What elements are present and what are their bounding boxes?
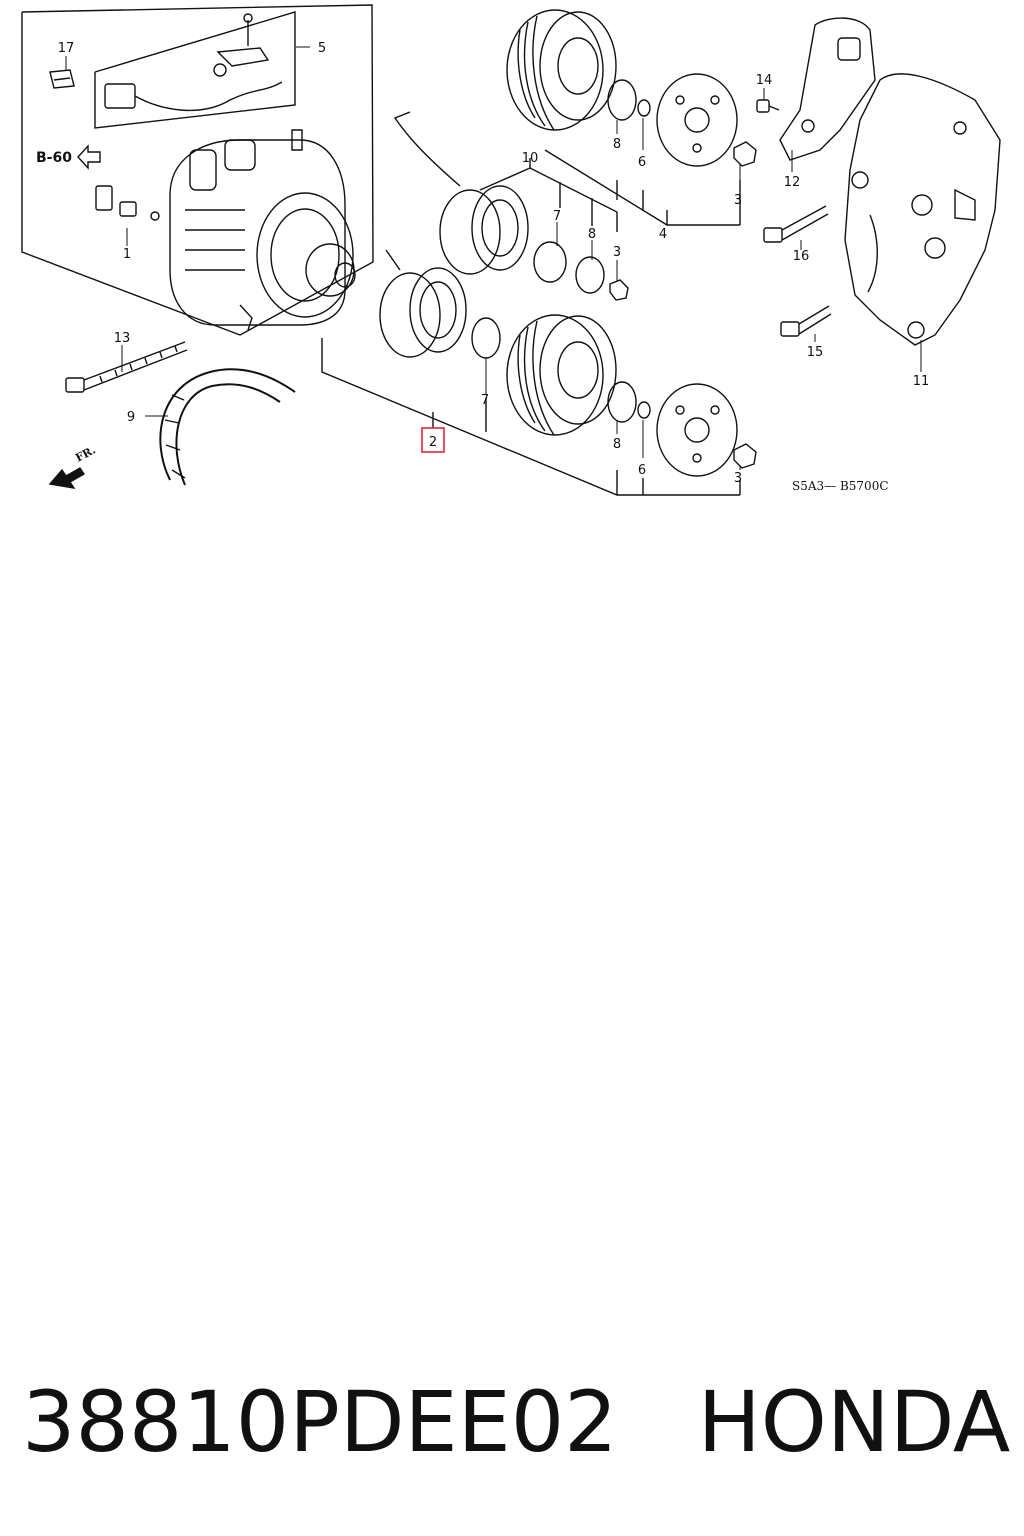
parts-diagram: 1 2 3 3 3 4 5 6 6 7 7 8 8 8 9 10 11 12 1… xyxy=(21,4,1001,496)
diagram-code: S5A3— B5700C xyxy=(792,479,889,493)
armature-plate-lower xyxy=(656,383,738,477)
callout-17: 17 xyxy=(58,41,75,56)
field-coil-upper xyxy=(393,111,529,275)
callout-3-upper: 3 xyxy=(734,193,742,208)
callout-7-mid: 7 xyxy=(553,209,561,224)
part-caption: 38810PDEE02 HONDA xyxy=(22,1362,1012,1482)
pulley-set-frame xyxy=(544,149,741,226)
callout-9: 9 xyxy=(127,410,135,425)
bolt-part-14 xyxy=(756,99,780,113)
compressor-body xyxy=(169,129,356,331)
field-coil-lower xyxy=(379,249,467,358)
front-label: FR. xyxy=(73,443,97,464)
callout-7-lower: 7 xyxy=(481,393,489,408)
callout-13: 13 xyxy=(114,331,131,346)
callout-14: 14 xyxy=(756,73,773,88)
compressor-assembly-frame xyxy=(21,4,374,336)
leader-lines xyxy=(65,46,922,470)
drive-belt xyxy=(159,368,296,486)
callout-11: 11 xyxy=(913,374,930,389)
callout-10: 10 xyxy=(522,151,539,166)
callout-4: 4 xyxy=(659,227,667,242)
bolt-part-13 xyxy=(65,341,188,393)
wire-harness xyxy=(104,13,283,112)
callout-6-lower: 6 xyxy=(638,463,646,478)
pulley-lower xyxy=(506,314,617,436)
nuts xyxy=(609,141,757,469)
callout-2: 2 xyxy=(429,435,437,450)
bracket-part-11 xyxy=(844,73,1001,346)
callout-12: 12 xyxy=(784,175,801,190)
highlight-box xyxy=(421,427,445,453)
callout-1: 1 xyxy=(123,247,131,262)
clutch-kit-frame xyxy=(479,158,618,232)
part-number: 38810PDEE02 xyxy=(22,1373,618,1471)
brand-name: HONDA xyxy=(697,1373,1011,1471)
callout-3-mid: 3 xyxy=(613,245,621,260)
callout-5: 5 xyxy=(318,41,326,56)
callout-8-mid: 8 xyxy=(588,227,596,242)
clip-part-17 xyxy=(49,69,75,89)
sensor-part-1 xyxy=(95,185,160,221)
clutch-assembly-frame xyxy=(321,338,741,496)
callout-3-lower: 3 xyxy=(734,471,742,486)
callout-6-upper: 6 xyxy=(638,155,646,170)
callout-8-lower: 8 xyxy=(613,437,621,452)
washers xyxy=(637,99,651,419)
section-reference: B-60 xyxy=(36,150,72,166)
callout-15: 15 xyxy=(807,345,824,360)
pulley-upper xyxy=(506,9,617,131)
callout-16: 16 xyxy=(793,249,810,264)
armature-plate-upper xyxy=(656,73,738,167)
bolt-part-15 xyxy=(780,305,832,337)
callout-8-upper: 8 xyxy=(613,137,621,152)
bolt-part-16 xyxy=(763,205,829,243)
reference-arrow-icon xyxy=(77,144,101,170)
front-arrow-icon xyxy=(48,467,85,489)
bracket-part-12 xyxy=(779,17,876,161)
